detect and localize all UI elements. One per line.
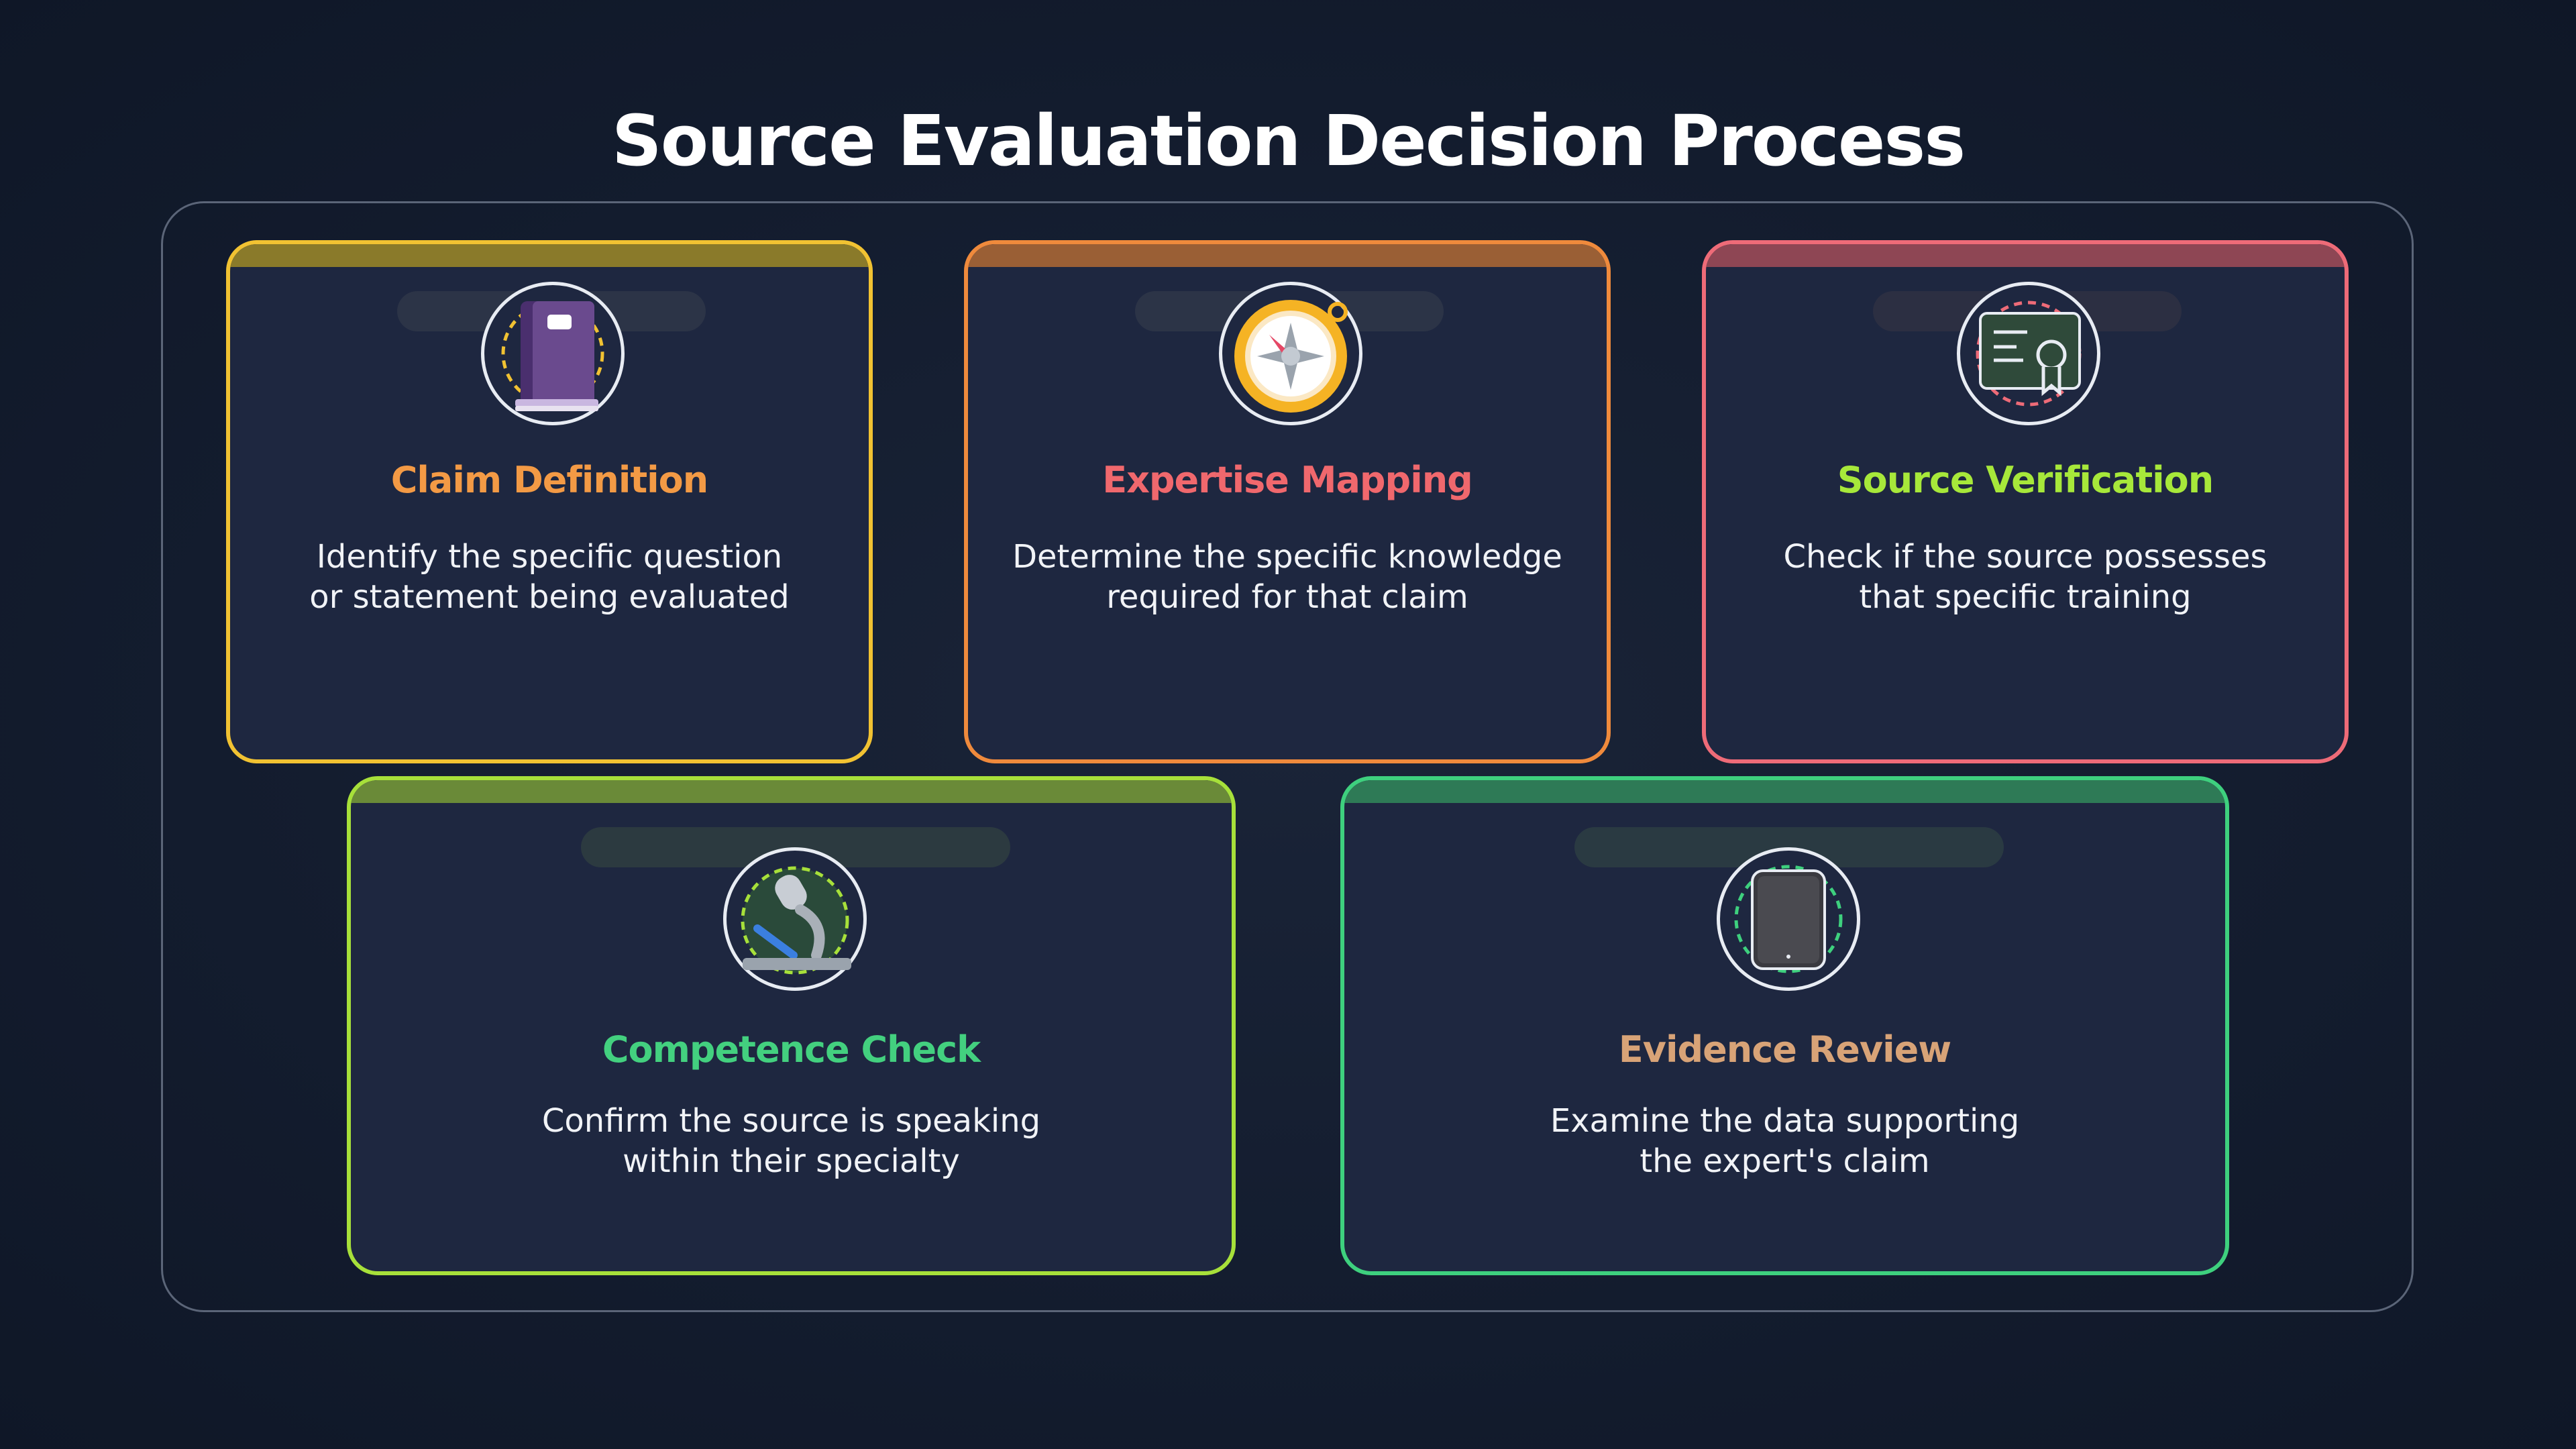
- step-card-expertise-mapping: Expertise Mapping Determine the specific…: [964, 240, 1611, 763]
- step-title: Evidence Review: [1618, 1028, 1951, 1071]
- step-title: Competence Check: [602, 1028, 981, 1071]
- certificate-icon: [1957, 282, 2100, 425]
- card-header-band: [230, 244, 869, 267]
- step-title: Source Verification: [1837, 459, 2214, 501]
- step-description: Confirm the source is speaking within th…: [541, 1102, 1041, 1180]
- card-header-band: [1344, 780, 2225, 803]
- step-description: Check if the source possesses that speci…: [1783, 538, 2267, 616]
- step-description: Identify the specific question or statem…: [309, 538, 790, 616]
- compass-icon: [1219, 282, 1362, 425]
- step-card-claim-definition: Claim Definition Identify the specific q…: [226, 240, 873, 763]
- step-description: Determine the specific knowledge require…: [1012, 538, 1562, 616]
- card-header-band: [968, 244, 1607, 267]
- step-title: Claim Definition: [390, 459, 708, 501]
- microscope-icon: [723, 847, 867, 991]
- card-header-band: [1706, 244, 2345, 267]
- card-header-band: [351, 780, 1232, 803]
- step-card-evidence-review: Evidence Review Examine the data support…: [1340, 776, 2229, 1275]
- step-card-competence-check: Competence Check Confirm the source is s…: [347, 776, 1236, 1275]
- step-card-source-verification: Source Verification Check if the source …: [1702, 240, 2349, 763]
- step-description: Examine the data supporting the expert's…: [1550, 1102, 2020, 1180]
- page-title: Source Evaluation Decision Process: [611, 100, 1966, 182]
- diagram-frame: [161, 201, 2414, 1312]
- step-title: Expertise Mapping: [1102, 459, 1473, 501]
- tablet-icon: [1717, 847, 1860, 991]
- book-icon: [481, 282, 625, 425]
